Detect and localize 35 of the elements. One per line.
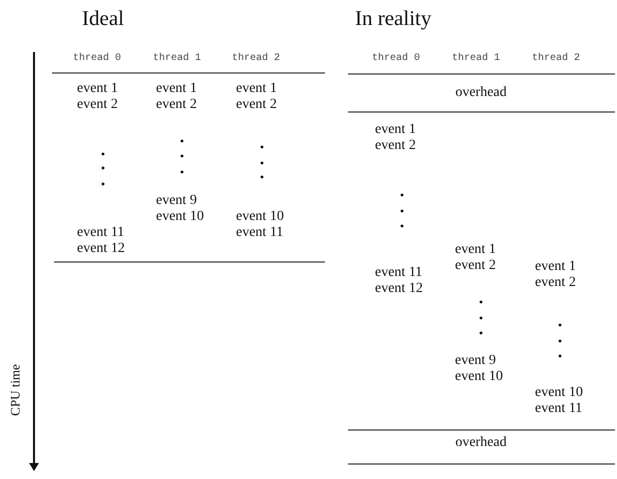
event-label: event 9 bbox=[156, 193, 197, 209]
event-label: event 1 bbox=[455, 242, 496, 258]
event-label: event 12 bbox=[375, 281, 423, 297]
event-label: event 2 bbox=[455, 258, 496, 274]
event-label: event 2 bbox=[77, 97, 118, 113]
event-label: event 10 bbox=[455, 369, 503, 385]
column-header: thread 2 bbox=[232, 53, 280, 65]
column-header: thread 2 bbox=[532, 53, 580, 65]
column-header: thread 0 bbox=[372, 53, 420, 65]
event-label: event 1 bbox=[375, 122, 416, 138]
event-label: event 2 bbox=[535, 275, 576, 291]
event-label: event 2 bbox=[236, 97, 277, 113]
event-label: event 9 bbox=[455, 353, 496, 369]
event-label: event 2 bbox=[156, 97, 197, 113]
event-label: event 1 bbox=[77, 81, 118, 97]
panel-title: Ideal bbox=[82, 6, 124, 30]
column-header: thread 1 bbox=[153, 53, 202, 65]
event-label: event 1 bbox=[535, 259, 576, 275]
event-label: event 12 bbox=[77, 241, 125, 257]
overhead-label: overhead bbox=[455, 85, 507, 101]
event-label: event 11 bbox=[375, 265, 422, 281]
event-label: event 10 bbox=[156, 209, 204, 225]
event-label: event 10 bbox=[236, 209, 284, 225]
event-label: event 2 bbox=[375, 138, 416, 154]
column-header: thread 0 bbox=[73, 53, 122, 65]
event-label: event 10 bbox=[535, 385, 583, 401]
event-label: event 11 bbox=[236, 225, 284, 241]
axis-label: CPU time bbox=[8, 364, 22, 416]
event-label: event 1 bbox=[236, 81, 277, 97]
event-label: event 11 bbox=[77, 225, 124, 241]
event-label: event 1 bbox=[156, 81, 197, 97]
event-label: event 11 bbox=[535, 401, 582, 417]
column-header: thread 1 bbox=[452, 53, 500, 65]
panel-title: In reality bbox=[355, 6, 432, 30]
overhead-label: overhead bbox=[455, 435, 507, 451]
